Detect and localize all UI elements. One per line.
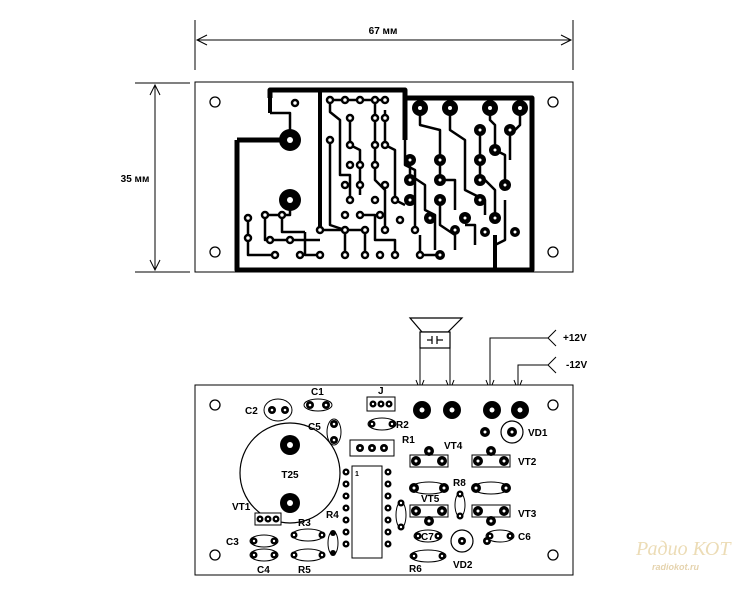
label-r5: R5: [298, 565, 311, 576]
resistor-row-right: [471, 481, 511, 495]
label-r3: R3: [298, 518, 311, 529]
label-c7: C7: [421, 532, 434, 543]
label-vt1: VT1: [232, 502, 251, 513]
height-dimension-label: 35 мм: [121, 174, 150, 185]
capacitor-c3: [249, 534, 279, 548]
capacitor-c7: [413, 529, 443, 543]
watermark-brand: Радио КОТ: [635, 538, 732, 560]
copper-small-pads: [243, 95, 425, 260]
label-r1: R1: [402, 435, 415, 446]
power-minus-label: -12V: [566, 360, 587, 371]
speaker-leads: [415, 348, 455, 392]
transistor-vt2: [471, 446, 511, 468]
label-c4: C4: [257, 565, 270, 576]
capacitor-c6: [485, 529, 515, 543]
resistor-row-left: [409, 481, 449, 495]
label-c5: C5: [308, 422, 321, 433]
transistor-vt5: [409, 504, 449, 526]
power-plus-label: +12V: [563, 333, 587, 344]
power-leads: [485, 329, 557, 392]
capacitor-c5: [326, 418, 342, 446]
jumper-j: [366, 396, 396, 412]
diode-vd2: [450, 529, 491, 553]
label-vd1: VD1: [528, 428, 548, 439]
resistor-r3: [290, 528, 326, 542]
label-vt5: VT5: [421, 494, 440, 505]
label-vd2: VD2: [453, 560, 473, 571]
ic-chip: [342, 465, 392, 559]
transistor-vt1: [254, 512, 282, 526]
resistor-small-vertical: [327, 530, 339, 556]
label-j: J: [378, 386, 384, 397]
label-r2: R2: [396, 420, 409, 431]
capacitor-c2: [263, 398, 293, 422]
height-dimension: [135, 82, 190, 273]
diode-vd1: [480, 420, 524, 444]
label-r6: R6: [409, 564, 422, 575]
label-vt4: VT4: [444, 441, 463, 452]
label-c3: C3: [226, 537, 239, 548]
label-t25: T25: [281, 470, 299, 481]
label-ic-pin1: 1: [355, 471, 359, 478]
capacitor-c1: [303, 398, 333, 412]
label-c2: C2: [245, 406, 258, 417]
output-pads: [413, 401, 529, 419]
resistor-r8: [454, 490, 466, 520]
label-vt3: VT3: [518, 509, 537, 520]
label-r8: R8: [453, 478, 466, 489]
transistor-vt3: [471, 504, 511, 526]
watermark-site: radiokot.ru: [652, 562, 700, 572]
resistor-r2: [367, 417, 397, 431]
label-c1: C1: [311, 387, 324, 398]
board-mount-holes-top: [209, 96, 559, 258]
copper-pads: [279, 100, 528, 260]
watermark-logo: Радио КОТ radiokot.ru: [635, 538, 732, 572]
capacitor-c4: [249, 548, 279, 562]
speaker-icon: [408, 317, 464, 349]
label-vt2: VT2: [518, 457, 537, 468]
width-dimension-label: 67 мм: [369, 26, 398, 37]
resistor-r6: [409, 549, 447, 563]
transformer-t25: [239, 422, 341, 524]
resistor-r5: [290, 548, 326, 562]
transistor-vt4: [409, 446, 449, 468]
label-r4: R4: [326, 510, 339, 521]
resistor-r4: [395, 499, 407, 531]
board-mount-holes-bottom: [209, 399, 559, 561]
label-c6: C6: [518, 532, 531, 543]
width-dimension: [194, 20, 574, 70]
resistor-r1: [349, 439, 395, 457]
